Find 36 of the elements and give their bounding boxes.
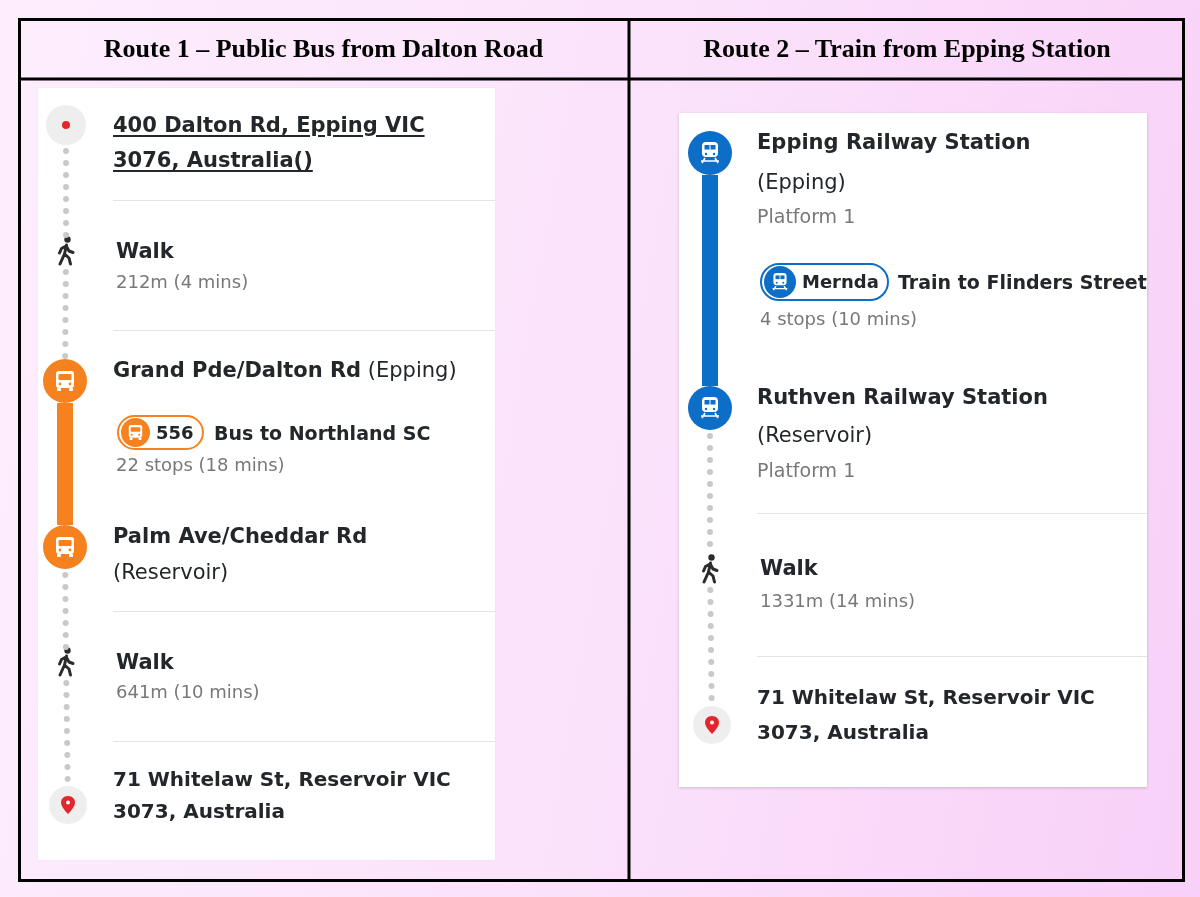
route-line: [57, 403, 73, 525]
route-number: 556: [156, 420, 194, 445]
leg-details: 1331m (14 mins): [760, 589, 916, 613]
route-tag: [760, 263, 889, 301]
leg-title: Walk: [760, 555, 818, 582]
service-direction: Train to Flinders Street: [898, 270, 1147, 295]
leg-details: 4 stops (10 mins): [760, 307, 918, 331]
platform-label: Platform 1: [757, 204, 856, 229]
location-dot-icon: [46, 105, 86, 145]
platform-label: Platform 1: [757, 458, 856, 483]
map-pin-icon: [693, 706, 731, 744]
address-link: 400 Dalton Rd, Epping VIC 3076, Australia(): [113, 112, 426, 174]
map-pin-icon: [49, 786, 87, 824]
leg-title: Walk: [116, 649, 174, 676]
column-header: Route 2 – Train from Epping Station: [703, 33, 1111, 64]
line-name: Mernda: [802, 270, 879, 294]
train-icon: [688, 386, 732, 430]
stop-name: Epping Railway Station (Epping): [757, 129, 1032, 196]
stop-name: Grand Pde/Dalton Rd (Epping): [113, 357, 457, 384]
journey-card: [38, 88, 495, 860]
leg-details: 641m (10 mins): [116, 680, 260, 704]
bus-icon: [43, 525, 87, 569]
bus-icon: [43, 359, 87, 403]
address-text: 71 Whitelaw St, Reservoir VIC 3073, Australia: [113, 766, 452, 825]
train-icon: [688, 131, 732, 175]
column-header: Route 1 – Public Bus from Dalton Road: [103, 33, 544, 64]
service-direction: Bus to Northland SC: [214, 420, 431, 446]
address-text: 71 Whitelaw St, Reservoir VIC 3073, Australia: [757, 684, 1096, 746]
leg-details: 212m (4 mins): [116, 270, 249, 294]
journey-card: [679, 113, 1147, 787]
leg-details: 22 stops (18 mins): [116, 453, 285, 477]
stop-name: Palm Ave/Cheddar Rd (Reservoir): [113, 523, 369, 586]
route-tag: [117, 415, 204, 450]
stop-name: Ruthven Railway Station (Reservoir): [757, 384, 1049, 449]
leg-title: Walk: [116, 238, 174, 265]
route-line: [702, 175, 718, 386]
